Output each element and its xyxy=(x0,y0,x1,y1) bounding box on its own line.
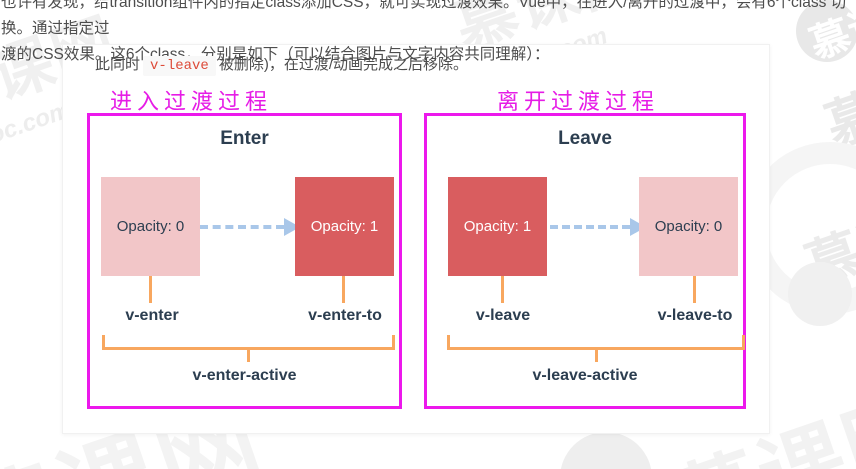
class-label-active: v-leave-active xyxy=(532,367,638,384)
intro-paragraph: 也许有发现，给transition组件内的指定class添加CSS，就可实现过渡… xyxy=(1,0,856,68)
bracket-stem xyxy=(595,350,598,362)
active-span-bracket xyxy=(447,335,745,350)
transition-arrow-icon xyxy=(200,217,300,237)
state-box-label: Opacity: 0 xyxy=(116,218,185,235)
watermark-circle-icon xyxy=(560,432,652,469)
state-box-start: Opacity: 1 xyxy=(448,177,547,276)
transition-arrow-icon xyxy=(550,217,646,237)
connector-line xyxy=(149,276,152,303)
intro-line-1: 也许有发现，给transition组件内的指定class添加CSS，就可实现过渡… xyxy=(1,0,847,37)
inline-code-v-leave: v-leave xyxy=(143,56,216,76)
watermark-glyph-mid-right: 慕课网 xyxy=(798,187,856,298)
state-box-end: Opacity: 1 xyxy=(295,177,394,276)
leave-diagram-heading: 离开过渡过程 xyxy=(497,89,660,114)
state-box-label: Opacity: 1 xyxy=(463,218,532,235)
arrow-dash-line xyxy=(200,225,284,229)
connector-line xyxy=(501,276,504,303)
enter-diagram-heading: 进入过渡过程 xyxy=(110,89,273,114)
arrow-dash-line xyxy=(550,225,630,229)
bracket-stem xyxy=(247,350,250,362)
class-label-to: v-leave-to xyxy=(657,307,733,324)
class-label-from: v-leave xyxy=(475,307,531,324)
state-box-label: Opacity: 1 xyxy=(310,218,379,235)
class-label-from: v-enter xyxy=(125,307,179,324)
state-box-label: Opacity: 0 xyxy=(654,218,723,235)
note-suffix: 被删除)，在过渡/动画完成之后移除。 xyxy=(218,56,468,73)
enter-transition-panel: Enter Opacity: 0 Opacity: 1 v-enter v-en… xyxy=(87,113,402,409)
note-prefix: 此同时 xyxy=(95,56,141,73)
state-box-end: Opacity: 0 xyxy=(639,177,738,276)
leave-transition-panel: Leave Opacity: 1 Opacity: 0 v-leave v-le… xyxy=(424,113,746,409)
intro-line-2: 渡的CSS效果。这6个class，分别是如下（可以结合图片与文字内容共同理解）： xyxy=(1,46,550,63)
class-label-active: v-enter-active xyxy=(192,367,297,384)
panel-title: Leave xyxy=(558,128,612,149)
connector-line xyxy=(693,276,696,303)
class-label-to: v-enter-to xyxy=(308,307,382,324)
state-box-start: Opacity: 0 xyxy=(101,177,200,276)
connector-line xyxy=(342,276,345,303)
watermark-circle-icon xyxy=(788,262,852,326)
active-span-bracket xyxy=(102,335,395,350)
panel-title: Enter xyxy=(220,128,269,149)
